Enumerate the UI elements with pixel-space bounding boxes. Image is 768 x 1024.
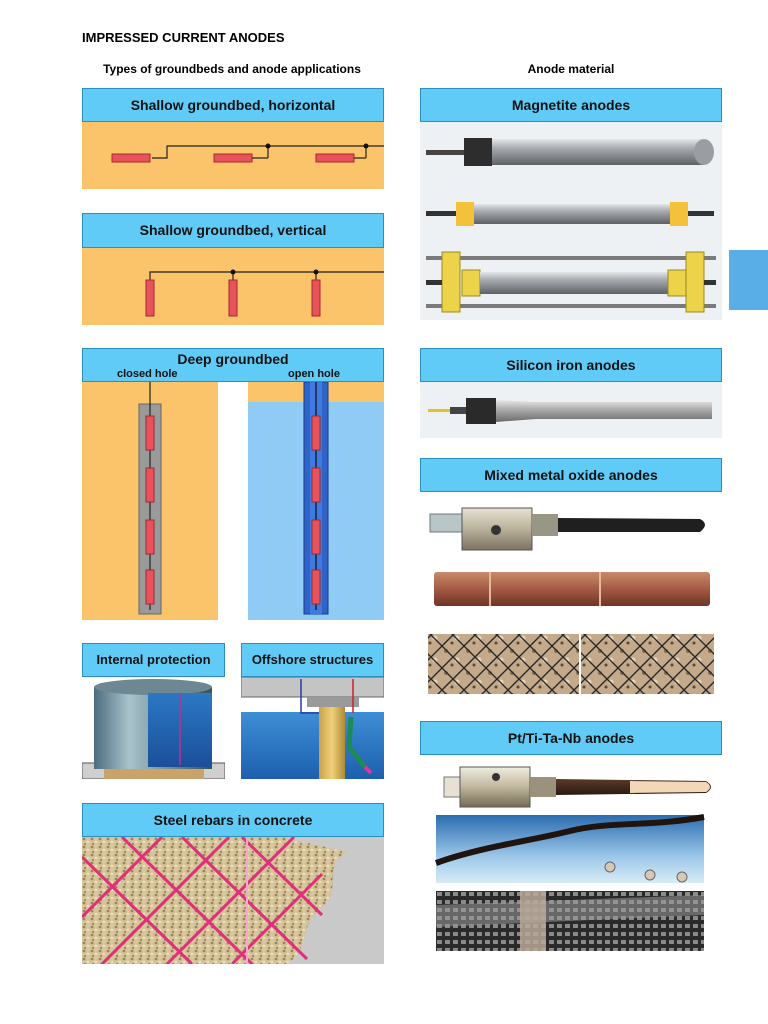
left-column-heading: Types of groundbeds and anode applicatio…	[103, 62, 361, 76]
shallow-horizontal-header: Shallow groundbed, horizontal	[82, 88, 384, 122]
silicon-iron-images	[420, 382, 722, 438]
deep-groundbed-diagram	[82, 382, 384, 620]
magnetite-header: Magnetite anodes	[420, 88, 722, 122]
offshore-structures-header: Offshore structures	[241, 643, 384, 677]
page-title: IMPRESSED CURRENT ANODES	[82, 30, 285, 45]
mixed-metal-oxide-images	[420, 492, 722, 697]
closed-hole-label: closed hole	[117, 368, 178, 380]
platinized-header: Pt/Ti-Ta-Nb anodes	[420, 721, 722, 755]
offshore-structures-diagram	[241, 677, 384, 779]
steel-rebars-header: Steel rebars in concrete	[82, 803, 384, 837]
platinized-images	[420, 755, 722, 955]
deep-groundbed-header: Deep groundbed closed hole open hole	[82, 348, 384, 382]
shallow-horizontal-diagram	[82, 122, 384, 189]
mixed-metal-oxide-header: Mixed metal oxide anodes	[420, 458, 722, 492]
internal-protection-diagram	[82, 677, 225, 779]
silicon-iron-header: Silicon iron anodes	[420, 348, 722, 382]
steel-rebars-diagram	[82, 837, 384, 964]
side-tab-marker	[729, 250, 768, 310]
internal-protection-header: Internal protection	[82, 643, 225, 677]
magnetite-images	[420, 122, 722, 320]
shallow-vertical-header: Shallow groundbed, vertical	[82, 213, 384, 248]
open-hole-label: open hole	[288, 368, 340, 380]
right-column-heading: Anode material	[527, 62, 615, 76]
deep-groundbed-title: Deep groundbed	[177, 351, 289, 367]
shallow-vertical-diagram	[82, 248, 384, 325]
